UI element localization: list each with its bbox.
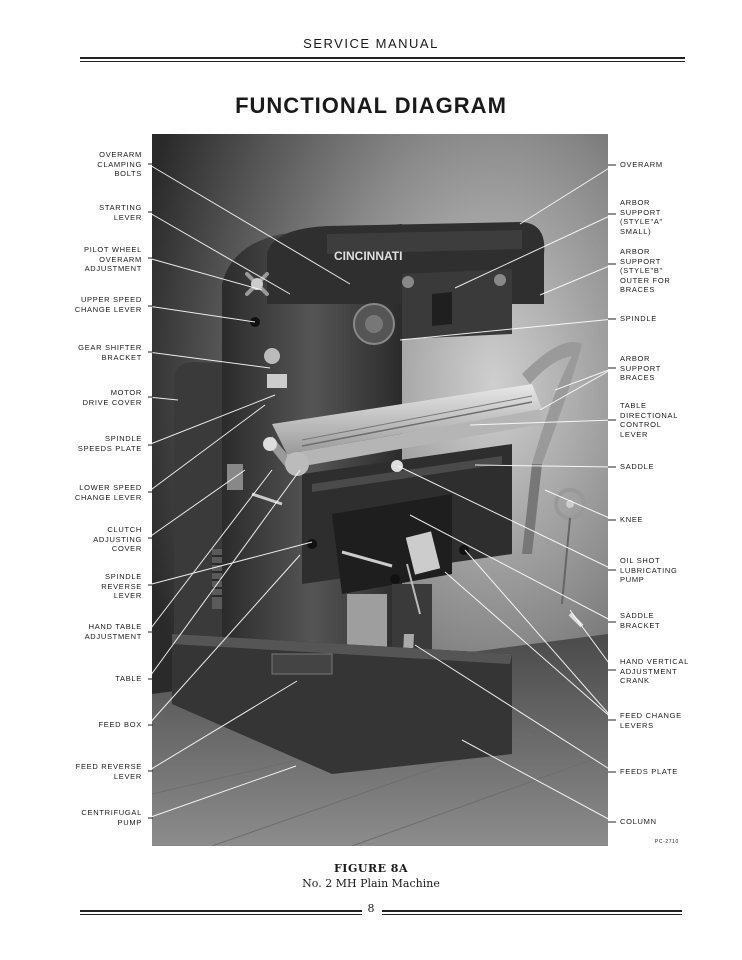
callout-label-left: OVERARM CLAMPING BOLTS [97,150,142,178]
callout-label-right: FEEDS PLATE [620,767,678,776]
figure-number: FIGURE 8A [334,862,408,875]
callout-label-left: MOTOR DRIVE COVER [82,388,142,407]
footer-rule-right [382,910,682,912]
footer-rule-right-thin [382,914,682,915]
callout-label-left: SPINDLE SPEEDS PLATE [77,434,142,453]
callout-label-right: SPINDLE [620,314,657,323]
callout-label-left: FEED BOX [98,720,142,729]
header-rule-thin [80,61,685,62]
brand-plate: CINCINNATI [334,249,402,263]
callout-label-left: CENTRIFUGAL PUMP [81,808,142,827]
callout-label-right: KNEE [620,515,644,524]
header-rule [80,57,685,59]
footer-rule-left [80,910,362,912]
callout-label-right: HAND VERTICAL ADJUSTMENT CRANK [620,657,689,685]
callout-label-right: ARBOR SUPPORT (STYLE"B" OUTER FOR BRACES [620,247,671,294]
callout-label-right: SADDLE [620,462,655,471]
callout-label-right: OVERARM [620,160,663,169]
page-number: 8 [367,902,375,915]
part-number: PC-2710 [655,839,679,845]
callout-label-left: LOWER SPEED CHANGE LEVER [74,483,142,502]
callout-label-right: SADDLE BRACKET [620,611,661,630]
figure-caption: No. 2 MH Plain Machine [302,877,440,890]
callout-label-right: TABLE DIRECTIONAL CONTROL LEVER [620,401,679,439]
callout-label-right: COLUMN [620,817,657,826]
callout-label-right: OIL SHOT LUBRICATING PUMP [620,556,678,584]
callout-label-left: CLUTCH ADJUSTING COVER [93,525,142,553]
callout-label-left: GEAR SHIFTER BRACKET [78,343,142,362]
callout-label-left: TABLE [115,674,142,683]
page-title: FUNCTIONAL DIAGRAM [235,93,507,118]
callout-label-right: ARBOR SUPPORT BRACES [620,354,662,382]
machine-photo: CINCINNATI [152,134,608,846]
callout-label-left: PILOT WHEEL OVERARM ADJUSTMENT [84,245,142,273]
callout-label-left: FEED REVERSE LEVER [75,762,142,781]
callout-label-right: FEED CHANGE LEVERS [620,711,682,730]
callout-label-left: UPPER SPEED CHANGE LEVER [74,295,142,314]
callout-label-left: HAND TABLE ADJUSTMENT [84,622,142,641]
footer-rule-left-thin [80,914,362,915]
callout-label-left: STARTING LEVER [99,203,142,222]
manual-header: SERVICE MANUAL [303,36,439,51]
callout-label-left: SPINDLE REVERSE LEVER [101,572,142,600]
callout-label-right: ARBOR SUPPORT (STYLE"A" SMALL) [620,198,663,236]
